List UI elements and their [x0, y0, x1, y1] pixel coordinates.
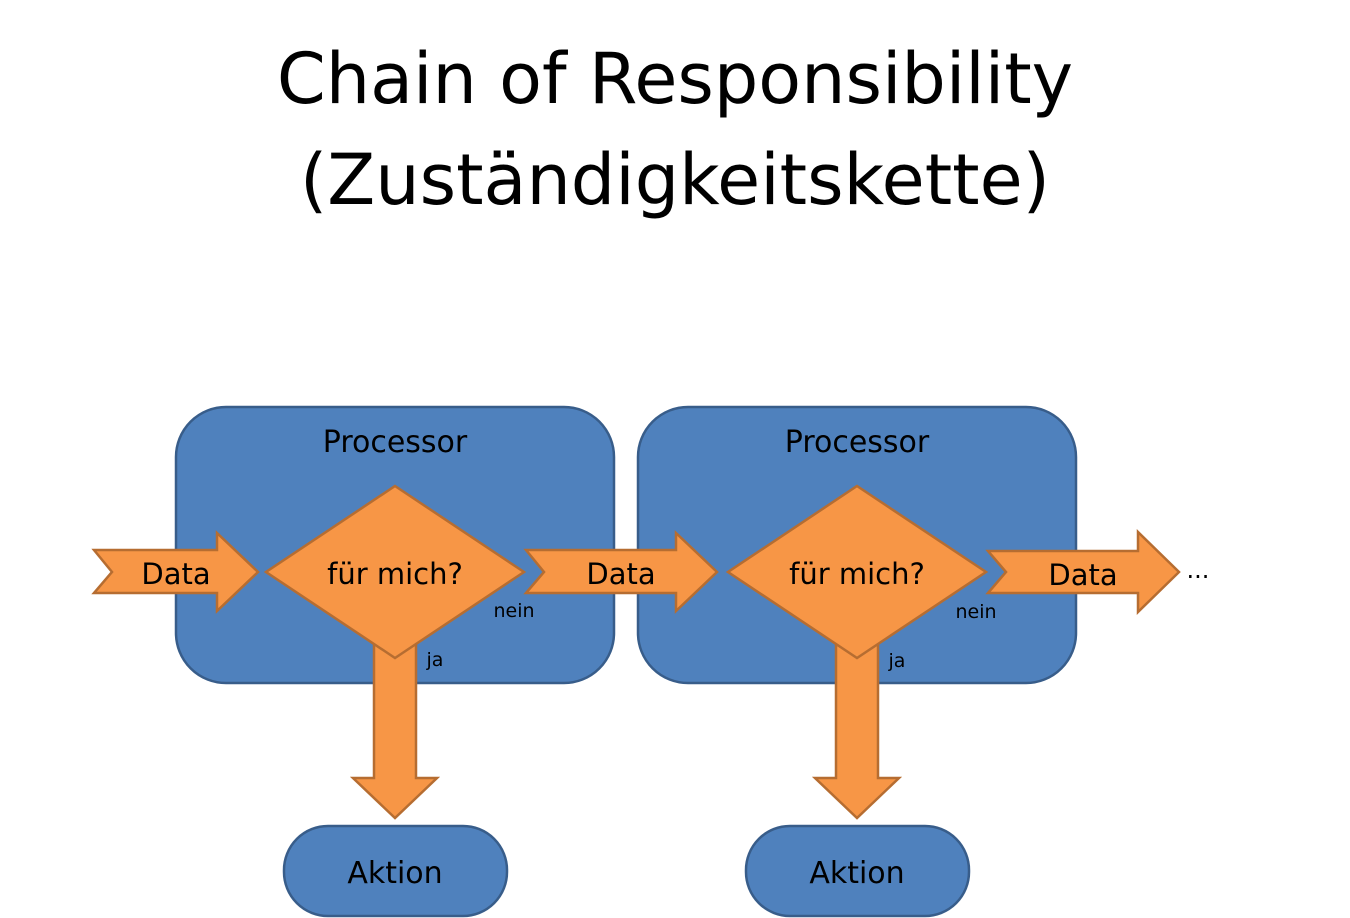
data-arrow-label-3: Data — [1048, 558, 1117, 592]
yes-label-2: ja — [888, 650, 906, 672]
data-arrow-1 — [91, 530, 260, 614]
processor-label-2: Processor — [785, 425, 930, 460]
processor-label-1: Processor — [323, 425, 468, 460]
no-label-2: nein — [955, 601, 996, 623]
yes-arrow-2 — [811, 638, 903, 820]
data-arrow-label-2: Data — [586, 557, 655, 591]
yes-label-1: ja — [426, 649, 444, 671]
action-label-1: Aktion — [347, 856, 442, 891]
title-line-1: Chain of Responsibility — [276, 38, 1074, 120]
action-box-1 — [282, 824, 509, 918]
data-arrow-2 — [523, 530, 719, 614]
decision-diamond-2 — [725, 484, 989, 660]
action-label-2: Aktion — [809, 856, 904, 891]
action-box-2 — [744, 824, 971, 918]
yes-arrow-1 — [349, 638, 441, 820]
decision-label-2: für mich? — [789, 557, 925, 591]
decision-label-1: für mich? — [327, 557, 463, 591]
decision-diamond-1 — [263, 484, 527, 660]
data-arrow-label-1: Data — [141, 557, 210, 591]
continuation-ellipsis: ... — [1187, 556, 1210, 584]
data-arrow-3 — [985, 529, 1181, 615]
no-label-1: nein — [493, 600, 534, 622]
title-line-2: (Zuständigkeitskette) — [300, 139, 1050, 221]
